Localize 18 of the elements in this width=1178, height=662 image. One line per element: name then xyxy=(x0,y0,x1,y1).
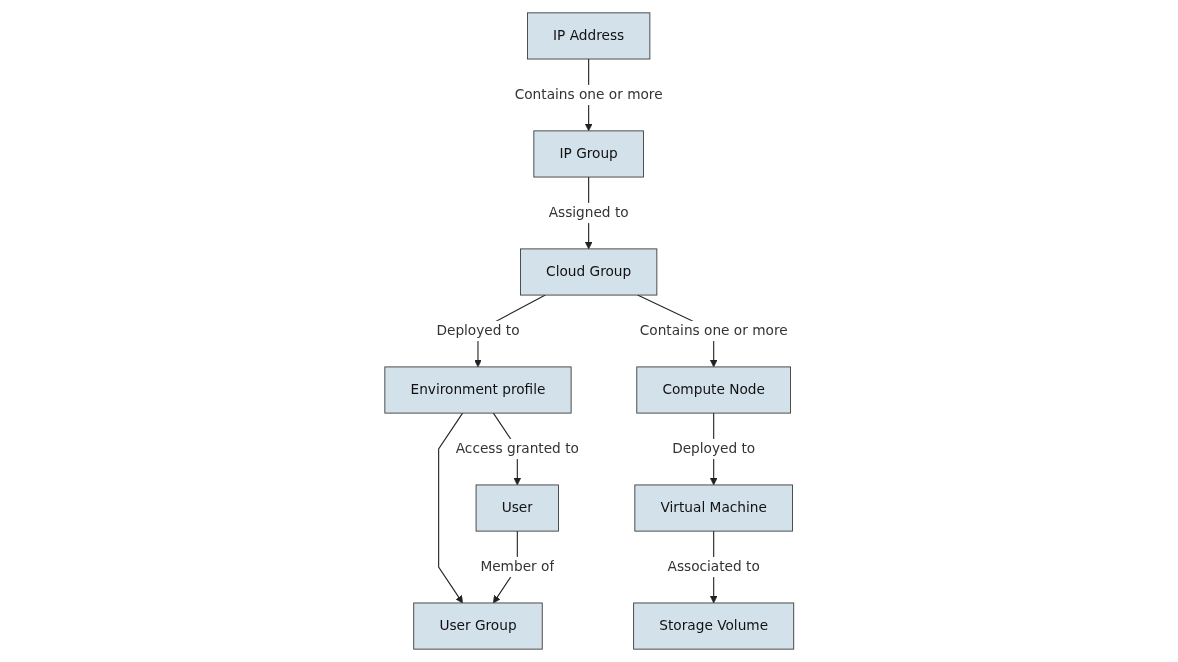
node-box: User xyxy=(475,484,559,532)
edge-label: Associated to xyxy=(667,558,760,575)
edge-label: Member of xyxy=(480,558,554,575)
node-box: User Group xyxy=(413,602,543,650)
node-box: Compute Node xyxy=(636,366,791,414)
node-box: IP Address xyxy=(526,12,650,60)
node-box: Storage Volume xyxy=(632,602,794,650)
edge-label: Contains one or more xyxy=(639,322,788,339)
node-box: IP Group xyxy=(533,130,644,178)
edge-label: Assigned to xyxy=(548,204,629,221)
node-box: Virtual Machine xyxy=(634,484,793,532)
edge-label: Deployed to xyxy=(436,322,520,339)
edge-label: Access granted to xyxy=(455,440,579,457)
edge-label: Deployed to xyxy=(671,440,755,457)
node-box: Cloud Group xyxy=(519,248,657,296)
node-box: Environment profile xyxy=(384,366,572,414)
edge-label: Contains one or more xyxy=(514,86,663,103)
arrow xyxy=(437,412,463,604)
